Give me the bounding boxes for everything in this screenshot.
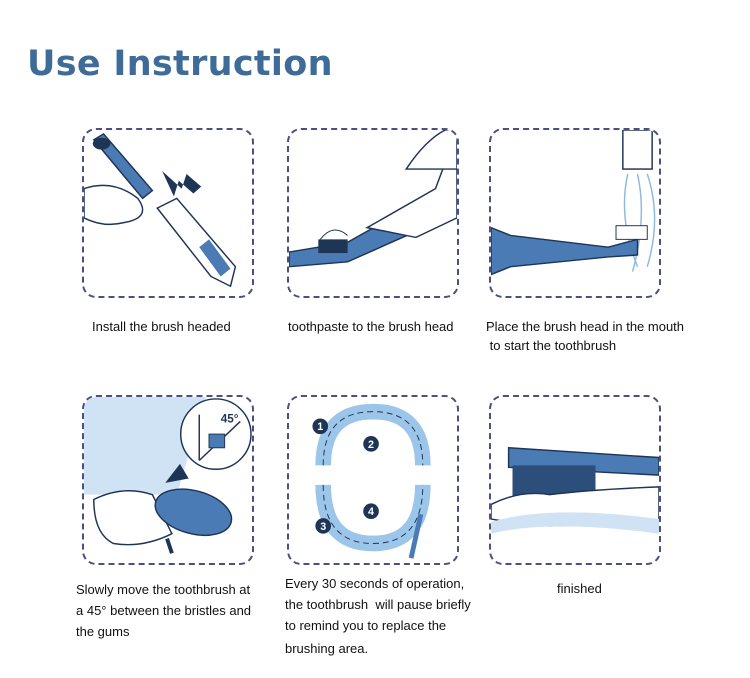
quadrant-label: 3 (320, 521, 326, 533)
step-5-panel: 1 2 3 4 (287, 395, 459, 565)
step-5-caption: Every 30 seconds of operation, the tooth… (285, 573, 471, 659)
brush-angle-illustration: 45° (84, 397, 252, 554)
caption-line: Slowly move the toothbrush at (76, 582, 251, 597)
step-6-caption: finished (557, 581, 602, 596)
page-title: Use Instruction (27, 44, 333, 84)
quadrant-teeth-illustration: 1 2 3 4 (312, 403, 431, 559)
step-1-caption: Install the brush headed (92, 319, 231, 334)
caption-line: brushing area. (285, 641, 369, 656)
angle-label: 45° (221, 412, 239, 425)
caption-line: the toothbrush will pause briefly (285, 597, 471, 612)
caption-line: to remind you to replace the (285, 618, 447, 633)
step-4-caption: Slowly move the toothbrush at a 45° betw… (76, 579, 251, 642)
apply-toothpaste-illustration (289, 130, 457, 268)
caption-line: Place the brush head in the mouth (486, 319, 685, 334)
step-2-panel (287, 128, 459, 298)
quadrant-label: 4 (368, 506, 374, 518)
step-2-caption: toothpaste to the brush head (288, 319, 454, 334)
step-6-panel (489, 395, 661, 565)
quadrant-label: 2 (368, 439, 374, 451)
step-1-panel (82, 128, 254, 298)
quadrant-label: 1 (317, 421, 323, 433)
caption-line: Every 30 seconds of operation, (285, 576, 465, 591)
caption-line: a 45° between the bristles and (76, 603, 252, 618)
step-3-caption: Place the brush head in the mouth to sta… (486, 317, 684, 355)
rinse-brush-illustration (491, 130, 656, 276)
step-3-panel (489, 128, 661, 298)
caption-line: to start the toothbrush (486, 338, 617, 353)
caption-line: the gums (76, 624, 130, 639)
install-brush-head-illustration (84, 132, 237, 288)
brushing-teeth-illustration (491, 446, 659, 534)
step-4-panel: 45° (82, 395, 254, 565)
